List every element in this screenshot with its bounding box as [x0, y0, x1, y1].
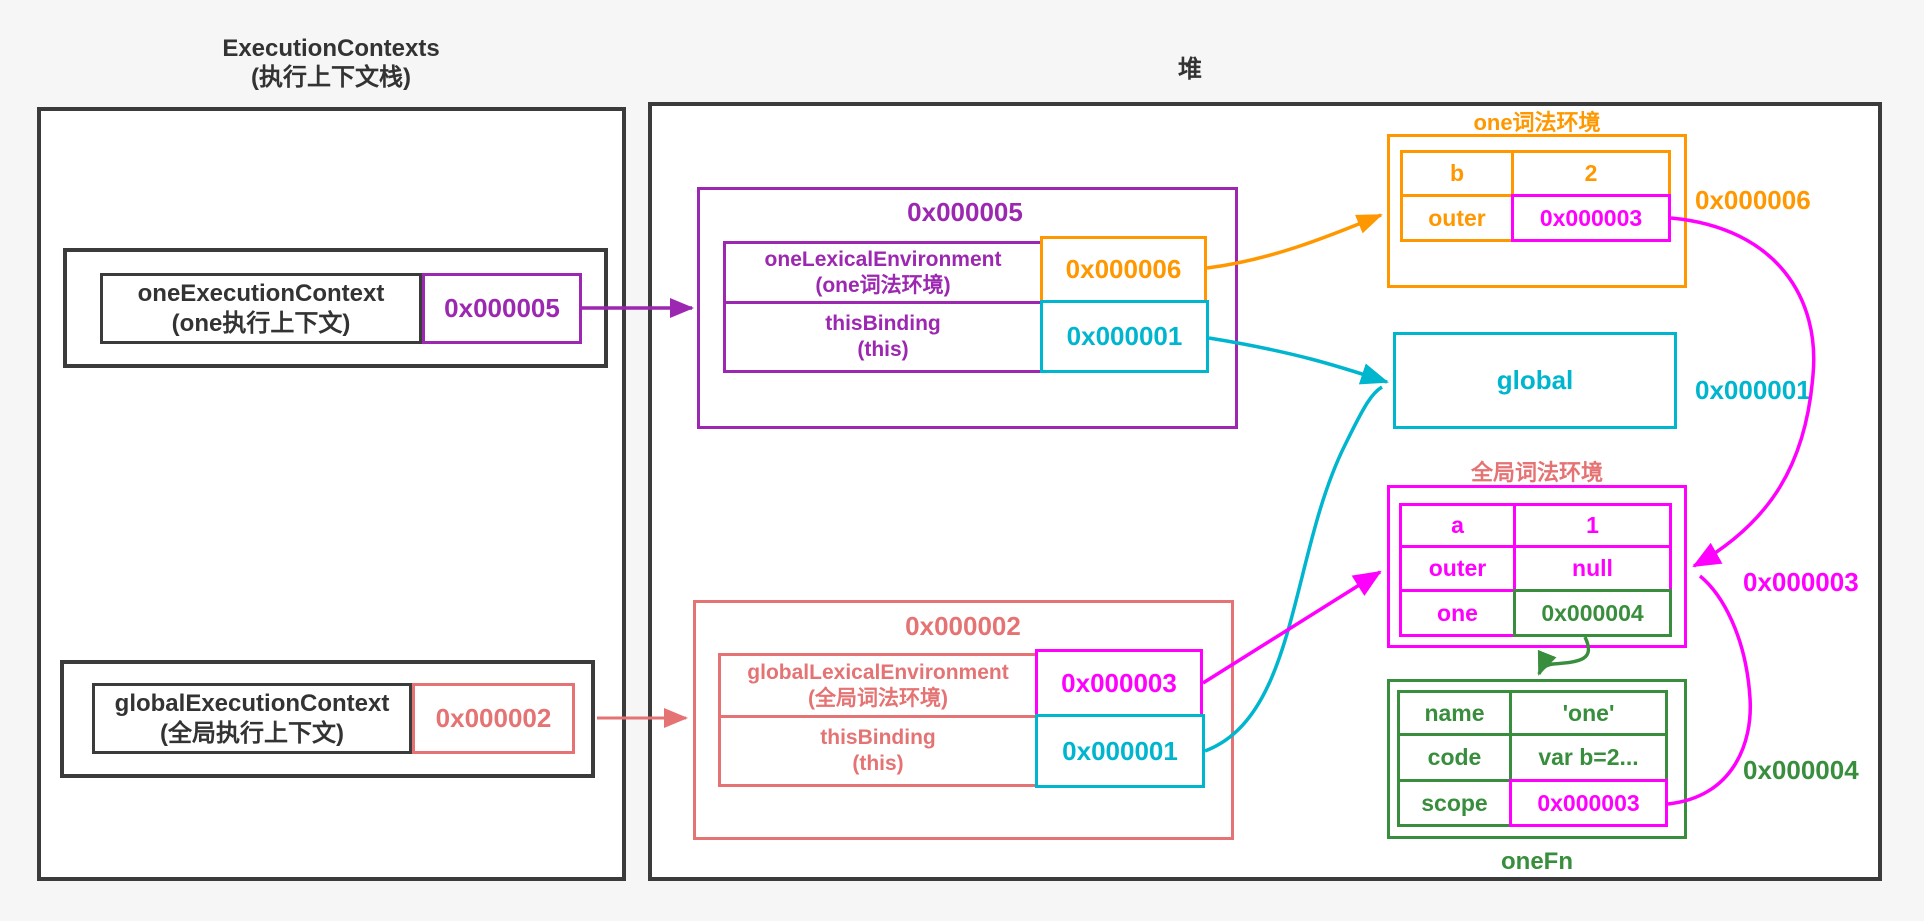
stack-item-global-label-line1: globalExecutionContext: [114, 690, 390, 718]
heap-global-context-lexical-pointer-cell: 0x000003: [1035, 649, 1203, 717]
one-lexical-env-address-label: 0x000006: [1695, 184, 1885, 215]
stack-panel-title-line1: ExecutionContexts: [222, 34, 440, 62]
one-fn-address-text: 0x000004: [1743, 754, 1859, 785]
global-lexical-pointer-value: 0x000003: [1061, 667, 1177, 698]
one-fn-key-name: name: [1397, 690, 1512, 736]
one-fn-value-name: 'one': [1509, 690, 1668, 736]
one-lexical-pointer-value: 0x000006: [1065, 254, 1182, 284]
heap-global-context-row-this-label: thisBinding (this): [718, 715, 1038, 787]
global-lexical-env-one-pointer-cell: 0x000004: [1513, 589, 1672, 637]
one-lexical-env-outer-pointer-cell: 0x000003: [1511, 194, 1671, 242]
heap-one-context-row-lexical-label: oneLexicalEnvironment (one词法环境): [723, 241, 1043, 304]
stack-item-global-address: 0x000002: [412, 683, 575, 754]
heap-panel-title: 堆: [1140, 48, 1240, 84]
one-fn-key-name-text: name: [1424, 699, 1485, 726]
global-lexical-env-key-outer: outer: [1399, 545, 1516, 592]
global-lexical-env-key-a-text: a: [1451, 512, 1464, 538]
global-object-label: global: [1496, 365, 1574, 395]
stack-item-one-label: oneExecutionContext (one执行上下文): [100, 273, 422, 344]
stack-panel-title-line2: (执行上下文栈): [251, 64, 411, 91]
stack-item-one-label-line1: oneExecutionContext: [137, 280, 385, 308]
one-lexical-env-key-outer-text: outer: [1428, 204, 1486, 231]
stack-item-global-address-value: 0x000002: [435, 703, 552, 733]
global-lexical-env-value-a: 1: [1513, 503, 1672, 548]
global-lexical-environment-label-line1: globalLexicalEnvironment: [747, 660, 1009, 684]
one-fn-value-code-text: var b=2...: [1538, 744, 1639, 770]
global-lexical-env-value-outer-text: null: [1572, 555, 1613, 581]
global-lexical-env-address-label: 0x000003: [1743, 566, 1924, 597]
one-this-binding-label-line1: thisBinding: [825, 312, 941, 336]
one-lexical-env-value-b-text: 2: [1584, 160, 1598, 186]
one-fn-value-name-text: 'one': [1562, 699, 1615, 726]
global-object-address-label: 0x000001: [1695, 374, 1885, 405]
one-lexical-env-address-text: 0x000006: [1695, 184, 1811, 215]
heap-panel-title-text: 堆: [1178, 55, 1202, 83]
global-lexical-env-key-one-text: one: [1437, 599, 1478, 626]
global-lexical-environment-label-line2: (全局词法环境): [808, 686, 948, 710]
one-fn-key-code: code: [1397, 733, 1512, 782]
global-lexical-env-key-outer-text: outer: [1428, 555, 1487, 581]
one-fn-key-scope-text: scope: [1421, 789, 1488, 816]
one-fn-value-code: var b=2...: [1509, 733, 1668, 782]
one-fn-scope-pointer-cell: 0x000003: [1509, 779, 1668, 827]
stack-item-one-address: 0x000005: [422, 273, 582, 344]
global-this-pointer-value: 0x000001: [1062, 735, 1178, 766]
heap-global-context-title: 0x000002: [778, 610, 1148, 642]
one-lexical-env-value-b: 2: [1511, 150, 1671, 197]
one-lexical-environment-label-line2: (one词法环境): [815, 273, 951, 297]
heap-one-context-row-this-label: thisBinding (this): [723, 301, 1043, 373]
one-fn-caption-text: oneFn: [1501, 848, 1573, 875]
one-fn-scope-pointer-value: 0x000003: [1537, 789, 1640, 816]
one-fn-key-code-text: code: [1427, 744, 1482, 770]
one-lexical-env-table-title-text: one词法环境: [1473, 110, 1601, 135]
heap-global-context-this-pointer-cell: 0x000001: [1035, 714, 1205, 788]
global-lexical-env-table-title: 全局词法环境: [1387, 458, 1687, 485]
global-lexical-env-value-a-text: 1: [1586, 512, 1599, 538]
stack-item-global-label-line2: (全局执行上下文): [160, 719, 344, 747]
global-lexical-env-one-pointer-value: 0x000004: [1541, 599, 1644, 626]
global-lexical-env-table-title-text: 全局词法环境: [1470, 460, 1603, 485]
stack-item-global-label: globalExecutionContext (全局执行上下文): [92, 683, 412, 754]
one-lexical-env-key-b-text: b: [1449, 160, 1465, 186]
global-lexical-env-value-outer: null: [1513, 545, 1672, 592]
one-this-binding-label-line2: (this): [857, 338, 909, 361]
heap-one-context-this-pointer-cell: 0x000001: [1040, 300, 1209, 373]
one-fn-key-scope: scope: [1397, 779, 1512, 827]
global-this-binding-label-line1: thisBinding: [820, 726, 936, 750]
heap-global-context-row-lexical-label: globalLexicalEnvironment (全局词法环境): [718, 653, 1038, 718]
heap-global-context-title-text: 0x000002: [905, 610, 1021, 641]
stack-item-one-address-value: 0x000005: [444, 293, 560, 323]
stack-panel-title: ExecutionContexts (执行上下文栈): [131, 28, 531, 98]
one-fn-caption: oneFn: [1387, 848, 1687, 876]
one-lexical-env-table-title: one词法环境: [1387, 108, 1687, 135]
heap-one-context-title: 0x000005: [780, 196, 1150, 228]
one-lexical-env-key-b: b: [1400, 150, 1514, 197]
heap-one-context-title-text: 0x000005: [907, 196, 1023, 227]
heap-one-context-lexical-pointer-cell: 0x000006: [1040, 236, 1207, 303]
global-lexical-env-key-one: one: [1399, 589, 1516, 637]
global-this-binding-label-line2: (this): [852, 752, 904, 775]
global-lexical-env-address-text: 0x000003: [1743, 566, 1859, 597]
one-lexical-env-outer-pointer-value: 0x000003: [1539, 204, 1643, 231]
one-this-pointer-value: 0x000001: [1066, 321, 1183, 351]
global-lexical-env-key-a: a: [1399, 503, 1516, 548]
global-object-box: global: [1393, 332, 1677, 429]
global-object-address-text: 0x000001: [1695, 374, 1811, 405]
stack-item-one-label-line2: (one执行上下文): [171, 309, 351, 337]
one-lexical-environment-label-line1: oneLexicalEnvironment: [764, 247, 1002, 271]
one-lexical-env-key-outer: outer: [1400, 194, 1514, 242]
one-fn-address-label: 0x000004: [1743, 754, 1924, 785]
